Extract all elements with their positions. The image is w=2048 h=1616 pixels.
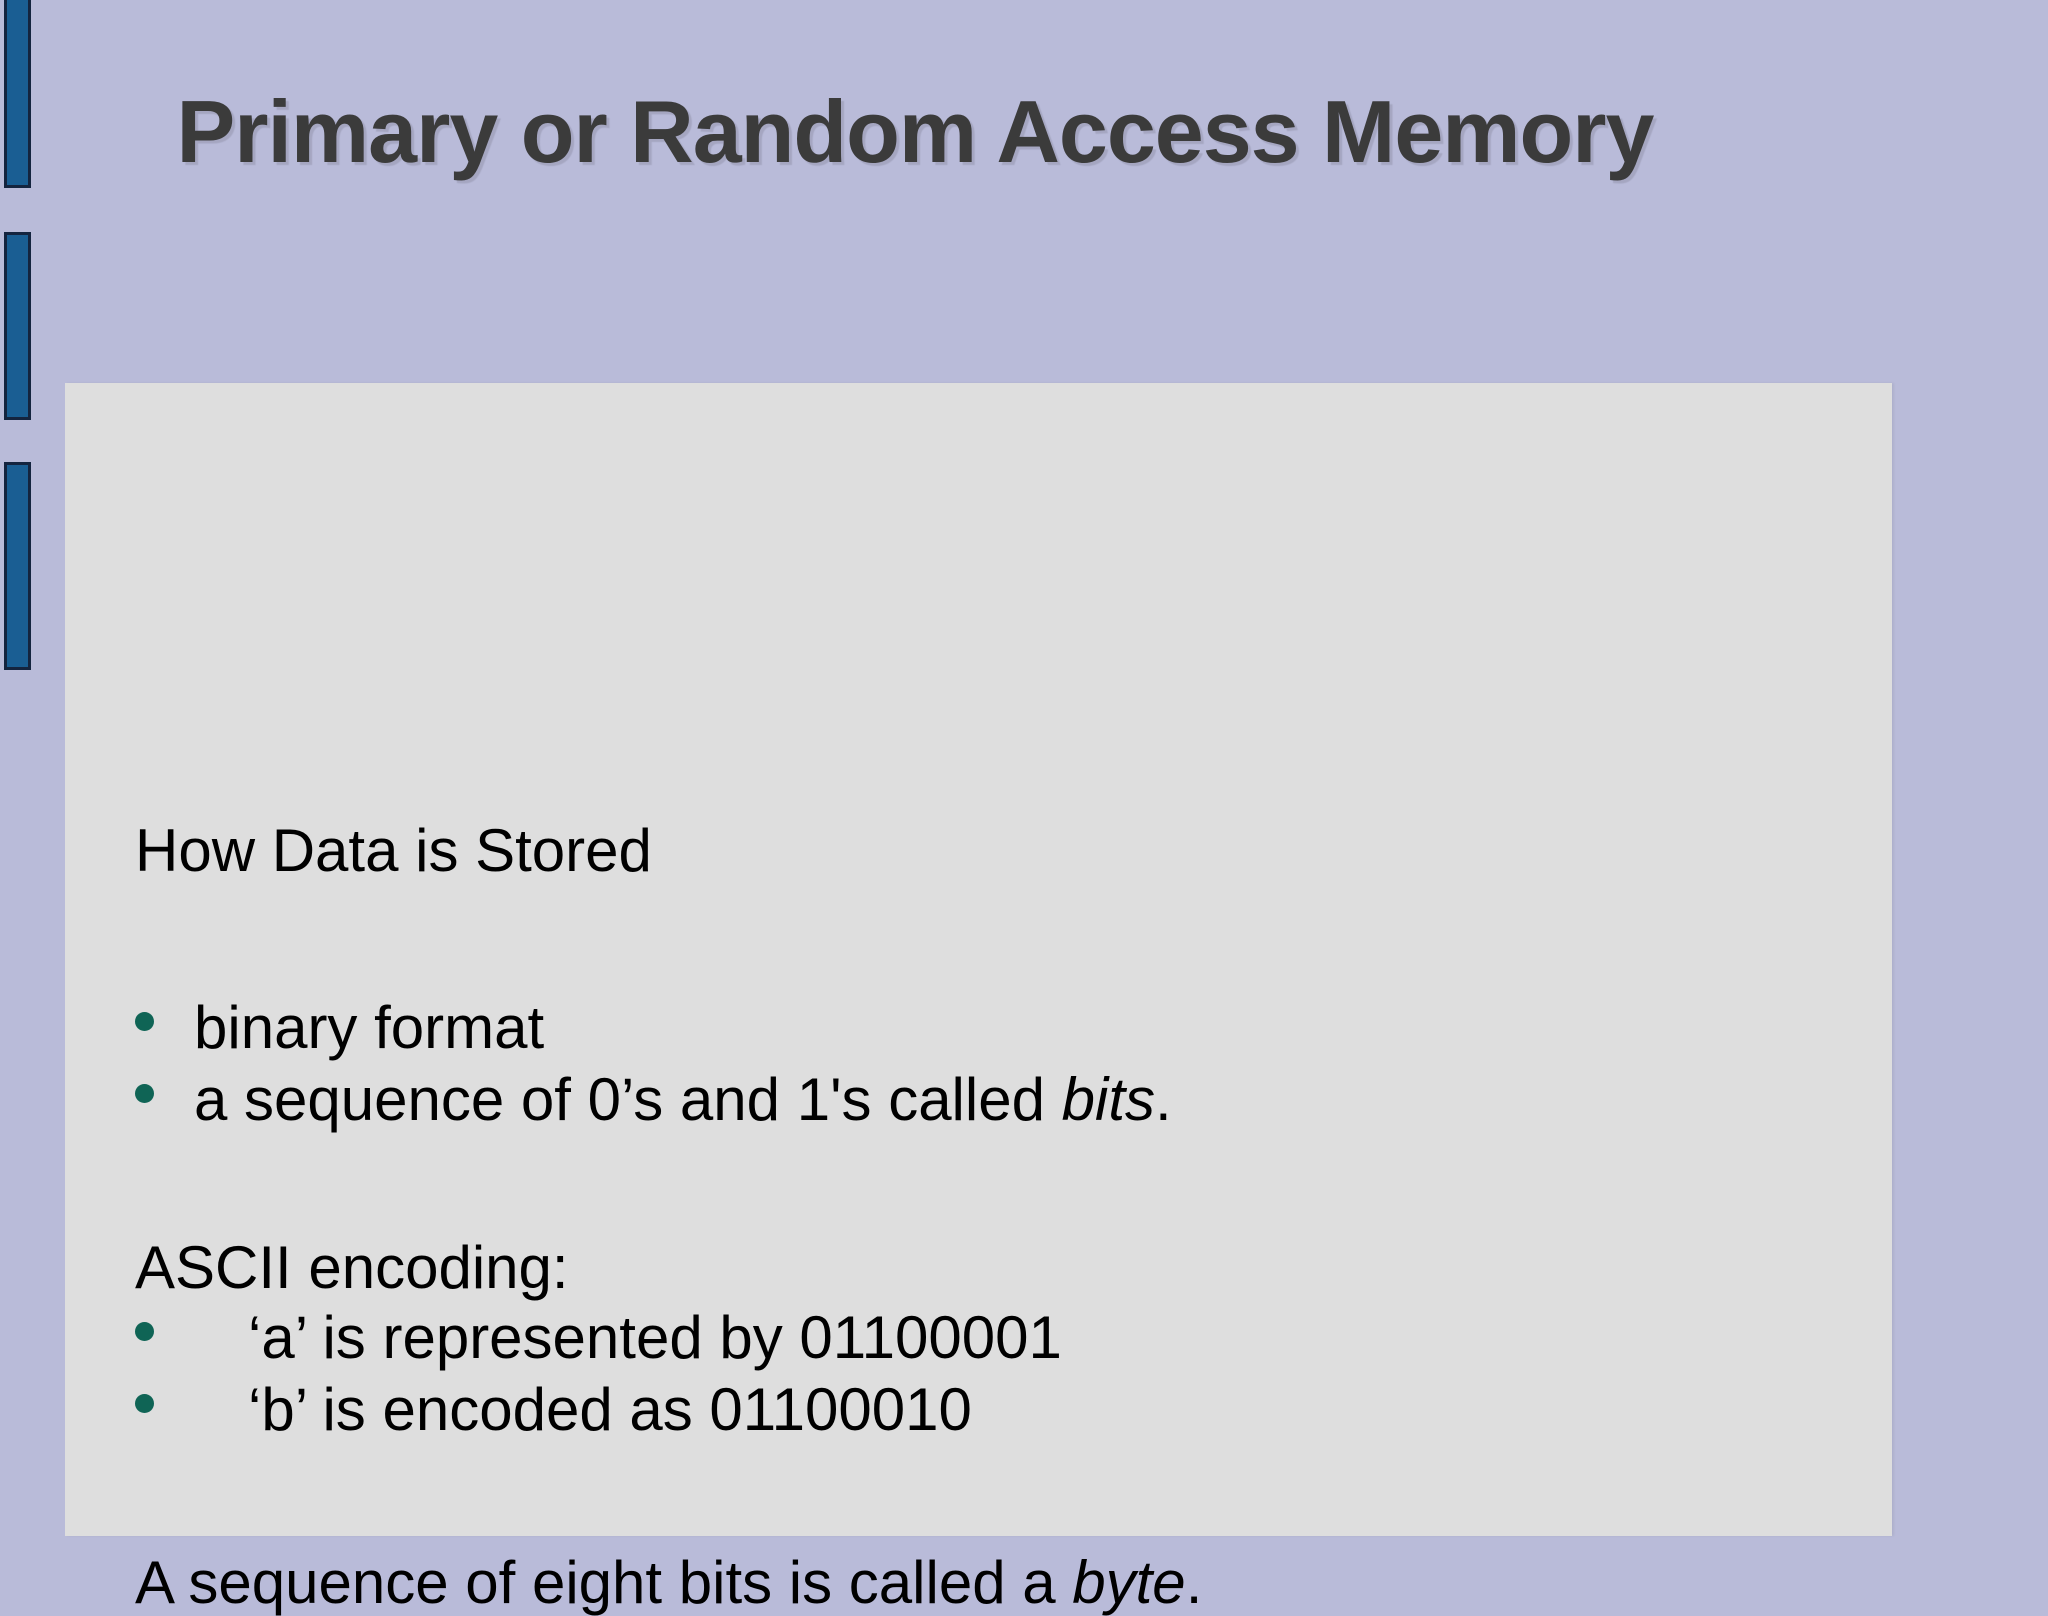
slide-content-panel: How Data is Stored binary format a seque… bbox=[65, 383, 1892, 1613]
bullet-item-sequence-suffix: . bbox=[1155, 1066, 1172, 1133]
heading-ascii-encoding: ASCII encoding: bbox=[135, 1238, 569, 1298]
bullet-dot-icon bbox=[135, 1084, 154, 1104]
bullet-dot-icon bbox=[135, 1012, 154, 1032]
bullet-item-sequence-of-bits: a sequence of 0’s and 1's called bits. bbox=[135, 1070, 1172, 1130]
bullet-item-b-encoding-label: ‘b’ is encoded as 01100010 bbox=[248, 1376, 972, 1443]
bullet-item-binary-format-label: binary format bbox=[194, 994, 545, 1061]
bullet-item-a-encoding: ‘a’ is represented by 01100001 bbox=[135, 1308, 1062, 1368]
decorative-accent-bar-2 bbox=[4, 232, 31, 420]
decorative-accent-bar-3 bbox=[4, 462, 31, 670]
slide-title: Primary or Random Access Memory bbox=[176, 82, 1655, 181]
closing-statement-prefix: A sequence of eight bits is called a bbox=[135, 1549, 1073, 1616]
closing-statement-byte: A sequence of eight bits is called a byt… bbox=[135, 1553, 1202, 1613]
bullet-item-sequence-emphasis-bits: bits bbox=[1061, 1066, 1156, 1133]
slide-title-block: Primary or Random Access Memory bbox=[150, 82, 1680, 182]
slide-canvas: Primary or Random Access Memory How Data… bbox=[4, 0, 1892, 1613]
closing-statement-emphasis-byte: byte bbox=[1072, 1549, 1186, 1616]
decorative-accent-bar-1 bbox=[4, 0, 31, 188]
closing-statement-suffix: . bbox=[1185, 1549, 1203, 1616]
heading-how-data-is-stored-label: How Data is Stored bbox=[135, 817, 652, 884]
bullet-item-sequence-prefix: a sequence of 0’s and 1's called bbox=[194, 1066, 1062, 1133]
heading-ascii-encoding-label: ASCII encoding: bbox=[135, 1234, 569, 1301]
bullet-item-a-encoding-label: ‘a’ is represented by 01100001 bbox=[248, 1304, 1062, 1371]
bullet-item-b-encoding: ‘b’ is encoded as 01100010 bbox=[135, 1380, 972, 1440]
bullet-dot-icon bbox=[135, 1322, 154, 1342]
heading-how-data-is-stored: How Data is Stored bbox=[135, 821, 652, 881]
bullet-item-binary-format: binary format bbox=[135, 998, 544, 1058]
bullet-dot-icon bbox=[135, 1394, 154, 1414]
